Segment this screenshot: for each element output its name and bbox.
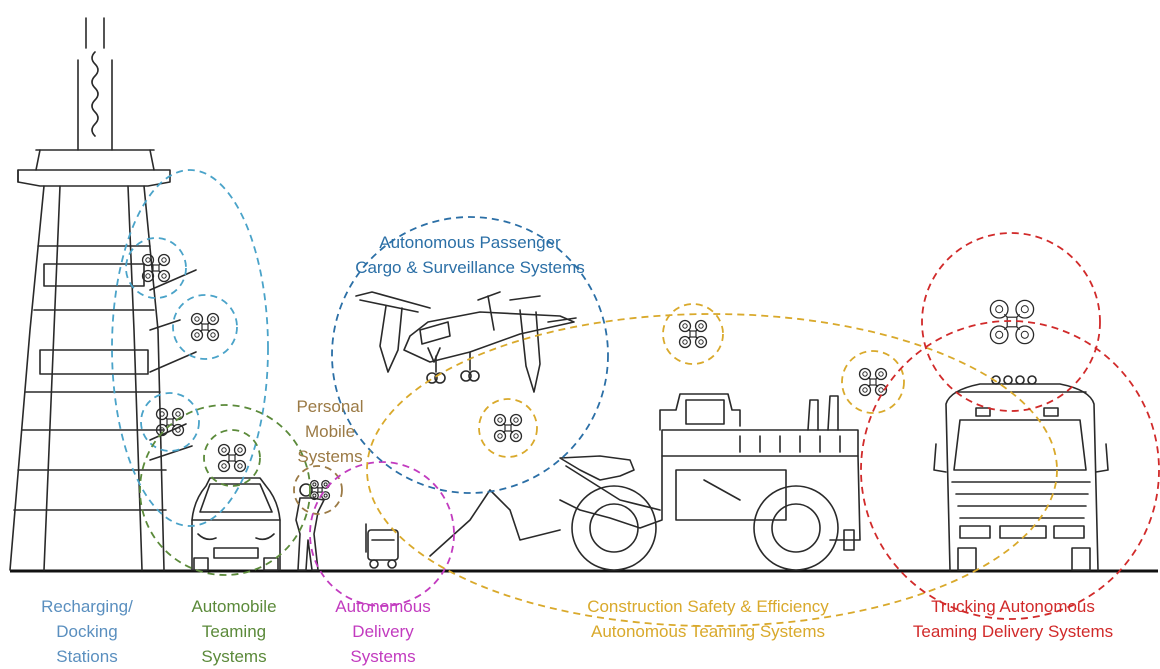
tiltrotor-aircraft-icon — [355, 291, 577, 393]
tower-icon — [9, 17, 197, 571]
charging-drone-ring-1 — [125, 237, 187, 299]
quadcopter-drone-icon — [989, 299, 1035, 345]
quadcopter-drone-icon — [217, 443, 247, 473]
person-icon — [295, 483, 325, 571]
personal-drone-ring — [293, 465, 343, 515]
quadcopter-drone-icon — [190, 312, 220, 342]
car-icon — [191, 477, 281, 571]
automobile-drone-ring — [203, 429, 261, 487]
quadcopter-drone-icon — [678, 319, 708, 349]
delivery-group-circle — [309, 461, 455, 607]
charging-group-ellipse — [111, 169, 269, 527]
construction-group-ellipse — [366, 313, 1058, 627]
construction-drone-ring-1 — [478, 398, 538, 458]
quadcopter-drone-icon — [493, 413, 523, 443]
trucking-group-circle — [860, 320, 1160, 620]
passenger-group-circle — [331, 216, 609, 494]
charging-drone-ring-2 — [172, 294, 238, 360]
charging-drone-ring-3 — [140, 392, 200, 452]
automobile-group-circle — [139, 404, 311, 576]
quadcopter-drone-icon — [858, 367, 888, 397]
quadcopter-drone-icon — [309, 479, 331, 501]
construction-drone-ring-2 — [662, 303, 724, 365]
wheel-loader-icon — [429, 393, 861, 571]
quadcopter-drone-icon — [141, 253, 171, 283]
trucking-drone-ring — [921, 232, 1101, 412]
delivery-robot-icon — [365, 523, 399, 569]
construction-drone-ring-3 — [841, 350, 905, 414]
truck-icon — [933, 375, 1109, 571]
